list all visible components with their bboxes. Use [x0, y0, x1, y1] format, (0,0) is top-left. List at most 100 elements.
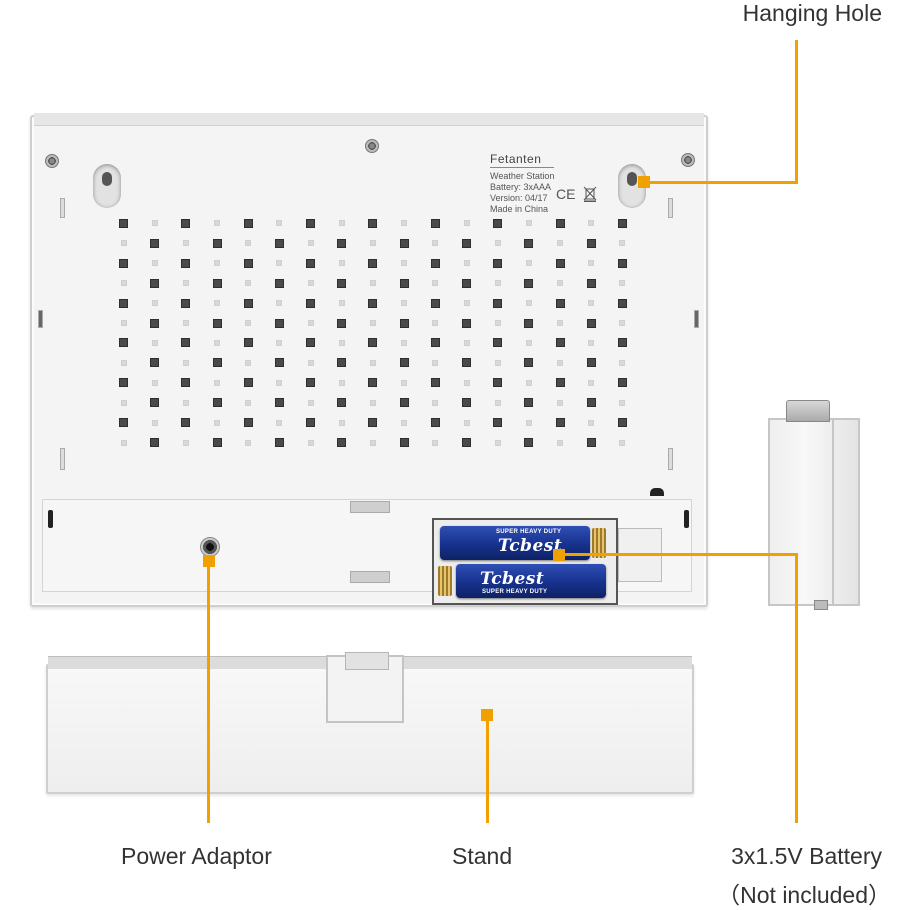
vent-hole	[432, 359, 439, 366]
label-line: Battery: 3xAAA	[490, 182, 552, 192]
vent-hole	[337, 358, 347, 368]
vent-hole	[430, 338, 440, 348]
battery-cover	[768, 418, 860, 606]
vent-hole	[557, 439, 564, 446]
vent-hole	[555, 418, 565, 428]
vent-hole	[462, 438, 472, 448]
vent-hole	[524, 358, 534, 368]
callout-battery-note: （Not included）	[717, 882, 891, 908]
vent-hole	[151, 339, 158, 346]
vent-hole	[150, 238, 160, 248]
vent-hole	[432, 439, 439, 446]
vent-hole	[586, 318, 596, 328]
vent-hole	[337, 318, 347, 328]
vent-hole	[617, 338, 627, 348]
vent-hole	[401, 419, 408, 426]
vent-hole	[276, 339, 283, 346]
vent-hole	[181, 378, 191, 388]
vent-hole	[338, 339, 345, 346]
vent-hole	[463, 300, 470, 307]
vent-hole	[243, 218, 253, 228]
callout-line	[795, 553, 798, 823]
vent-hole	[181, 258, 191, 268]
vent-hole	[338, 260, 345, 267]
vent-hole	[119, 418, 129, 428]
vent-hole	[525, 419, 532, 426]
vent-hole	[401, 339, 408, 346]
vent-hole	[306, 298, 316, 308]
vent-hole	[182, 359, 189, 366]
vent-hole	[619, 359, 626, 366]
vent-hole	[462, 238, 472, 248]
vent-hole	[617, 258, 627, 268]
vent-hole	[182, 439, 189, 446]
side-slot	[60, 198, 65, 218]
vent-hole	[619, 399, 626, 406]
vent-hole	[430, 418, 440, 428]
vent-hole	[276, 300, 283, 307]
vent-hole	[182, 320, 189, 326]
vent-hole	[462, 398, 472, 408]
vent-hole	[214, 220, 221, 227]
battery-compartment: SUPER HEAVY DUTY Tcbest Tcbest SUPER HEA…	[432, 518, 618, 605]
callout-marker	[203, 555, 215, 567]
brand-name: Fetanten	[490, 152, 555, 168]
product-label: Fetanten Weather Station Battery: 3xAAA …	[490, 152, 555, 215]
vent-hole	[120, 320, 127, 326]
vent-hole	[399, 358, 409, 368]
vent-hole	[462, 358, 472, 368]
vent-hole	[212, 238, 222, 248]
vent-hole	[524, 398, 534, 408]
vent-hole	[369, 439, 376, 446]
vent-hole	[463, 220, 470, 227]
vent-hole	[432, 399, 439, 406]
vent-hole	[619, 240, 626, 247]
callout-line	[565, 553, 798, 556]
vent-hole	[493, 338, 503, 348]
side-slot	[668, 448, 673, 470]
vent-hole	[181, 298, 191, 308]
vent-hole	[276, 419, 283, 426]
hanging-hole-left	[93, 164, 121, 208]
label-line: Made in China	[490, 204, 549, 214]
vent-hole	[337, 278, 347, 288]
vent-hole	[368, 258, 378, 268]
vent-hole	[307, 359, 314, 366]
vent-hole	[617, 218, 627, 228]
vent-hole	[401, 300, 408, 307]
vent-hole	[212, 278, 222, 288]
vent-hole	[430, 218, 440, 228]
vent-hole	[337, 238, 347, 248]
vent-hole	[493, 258, 503, 268]
vent-hole	[586, 398, 596, 408]
vent-hole	[181, 418, 191, 428]
vent-hole	[399, 238, 409, 248]
vent-hole	[462, 318, 472, 328]
callout-line	[207, 567, 210, 823]
vent-hole	[432, 320, 439, 326]
vent-hole	[368, 418, 378, 428]
battery-cover-foot	[814, 600, 828, 610]
vent-hole	[494, 399, 501, 406]
vent-hole	[493, 218, 503, 228]
vent-hole	[212, 398, 222, 408]
vent-hole	[151, 220, 158, 227]
vent-hole	[119, 258, 129, 268]
screw-icon	[365, 139, 379, 153]
vent-hole	[494, 280, 501, 287]
vent-hole	[338, 220, 345, 227]
panel-slot	[350, 571, 390, 583]
vent-hole	[214, 379, 221, 386]
vent-hole	[586, 238, 596, 248]
label-line: Version: 04/17	[490, 193, 548, 203]
ce-mark: CE	[556, 186, 576, 202]
vent-hole	[493, 298, 503, 308]
vent-hole	[430, 378, 440, 388]
vent-hole	[306, 418, 316, 428]
vent-hole	[399, 318, 409, 328]
vent-hole	[463, 419, 470, 426]
vent-hole	[369, 320, 376, 326]
vent-hole	[245, 280, 252, 287]
recycle-bin-icon	[583, 186, 597, 202]
vent-hole	[555, 258, 565, 268]
